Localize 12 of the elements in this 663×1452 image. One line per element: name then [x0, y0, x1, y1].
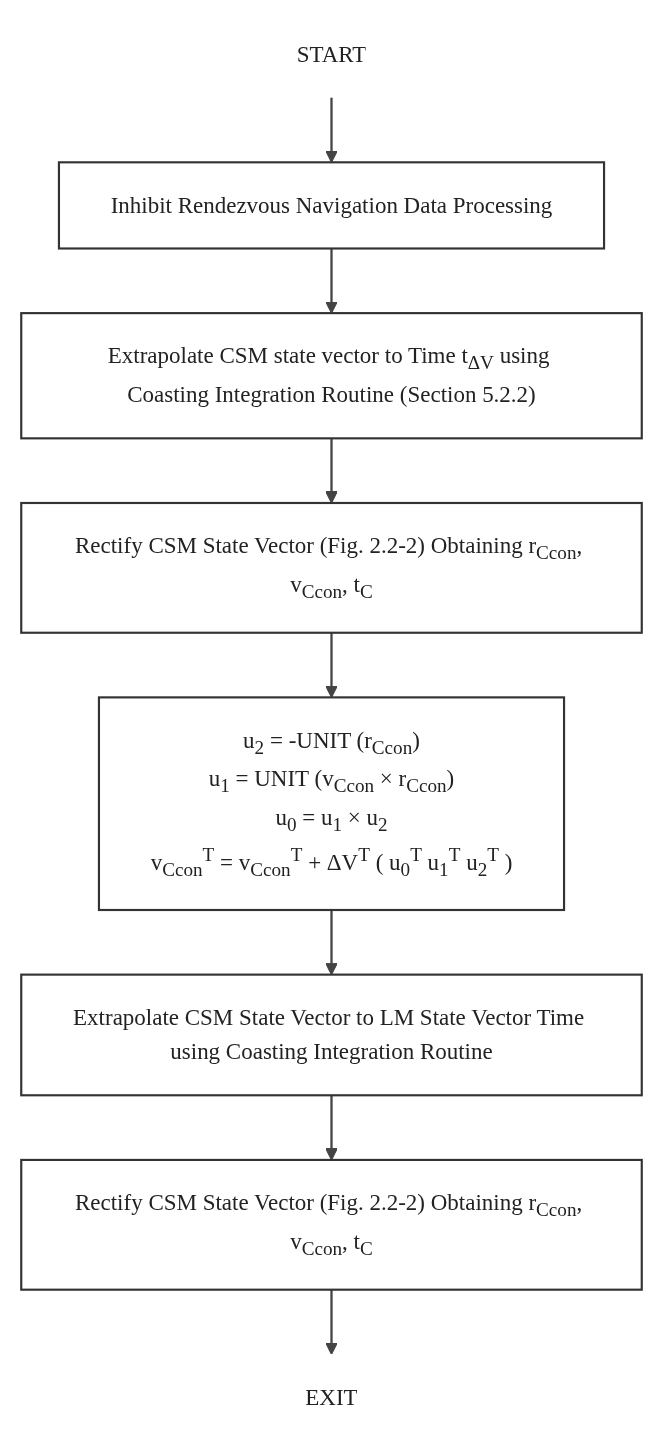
arrow: [325, 248, 338, 314]
node-box: u$_{2}$ = -UNIT (r$_{Ccon}$) u$_{1}$ = UNIT (v$_{Ccon}$ × r$_{Ccon}$) u$_{0}$ = u$_{1}$ × u$_{2}$ v$_{Ccon}$$^{T}$ = v$_{Ccon}$$^{T}$ + ΔV$^{T}$ ( u$_{0}$$^{T}$ u$_{1}$$^{T}$ u$_{2}$$^{T}$ ): [97, 696, 566, 912]
node-text: EXIT: [305, 1384, 358, 1409]
node-box: Rectify CSM State Vector (Fig. 2.2-2) Obtaining r$_{Ccon}$, v$_{Ccon}$, t$_{C}$: [20, 1158, 643, 1291]
node-box: Rectify CSM State Vector (Fig. 2.2-2) Obtaining r$_{Ccon}$, v$_{Ccon}$, t$_{C}$: [20, 501, 643, 634]
arrow: [325, 97, 338, 163]
node-box: Extrapolate CSM state vector to Time t$_{ΔV}$ using Coasting Integration Routine (Section 5.2.2): [20, 312, 643, 440]
arrow: [325, 632, 338, 698]
arrow: [325, 1289, 338, 1355]
node-text: START: [296, 41, 367, 67]
node-box: Extrapolate CSM State Vector to LM State Vector Time using Coasting Integration Routine: [20, 973, 643, 1097]
node-box: Inhibit Rendezvous Navigation Data Processing: [57, 161, 606, 250]
